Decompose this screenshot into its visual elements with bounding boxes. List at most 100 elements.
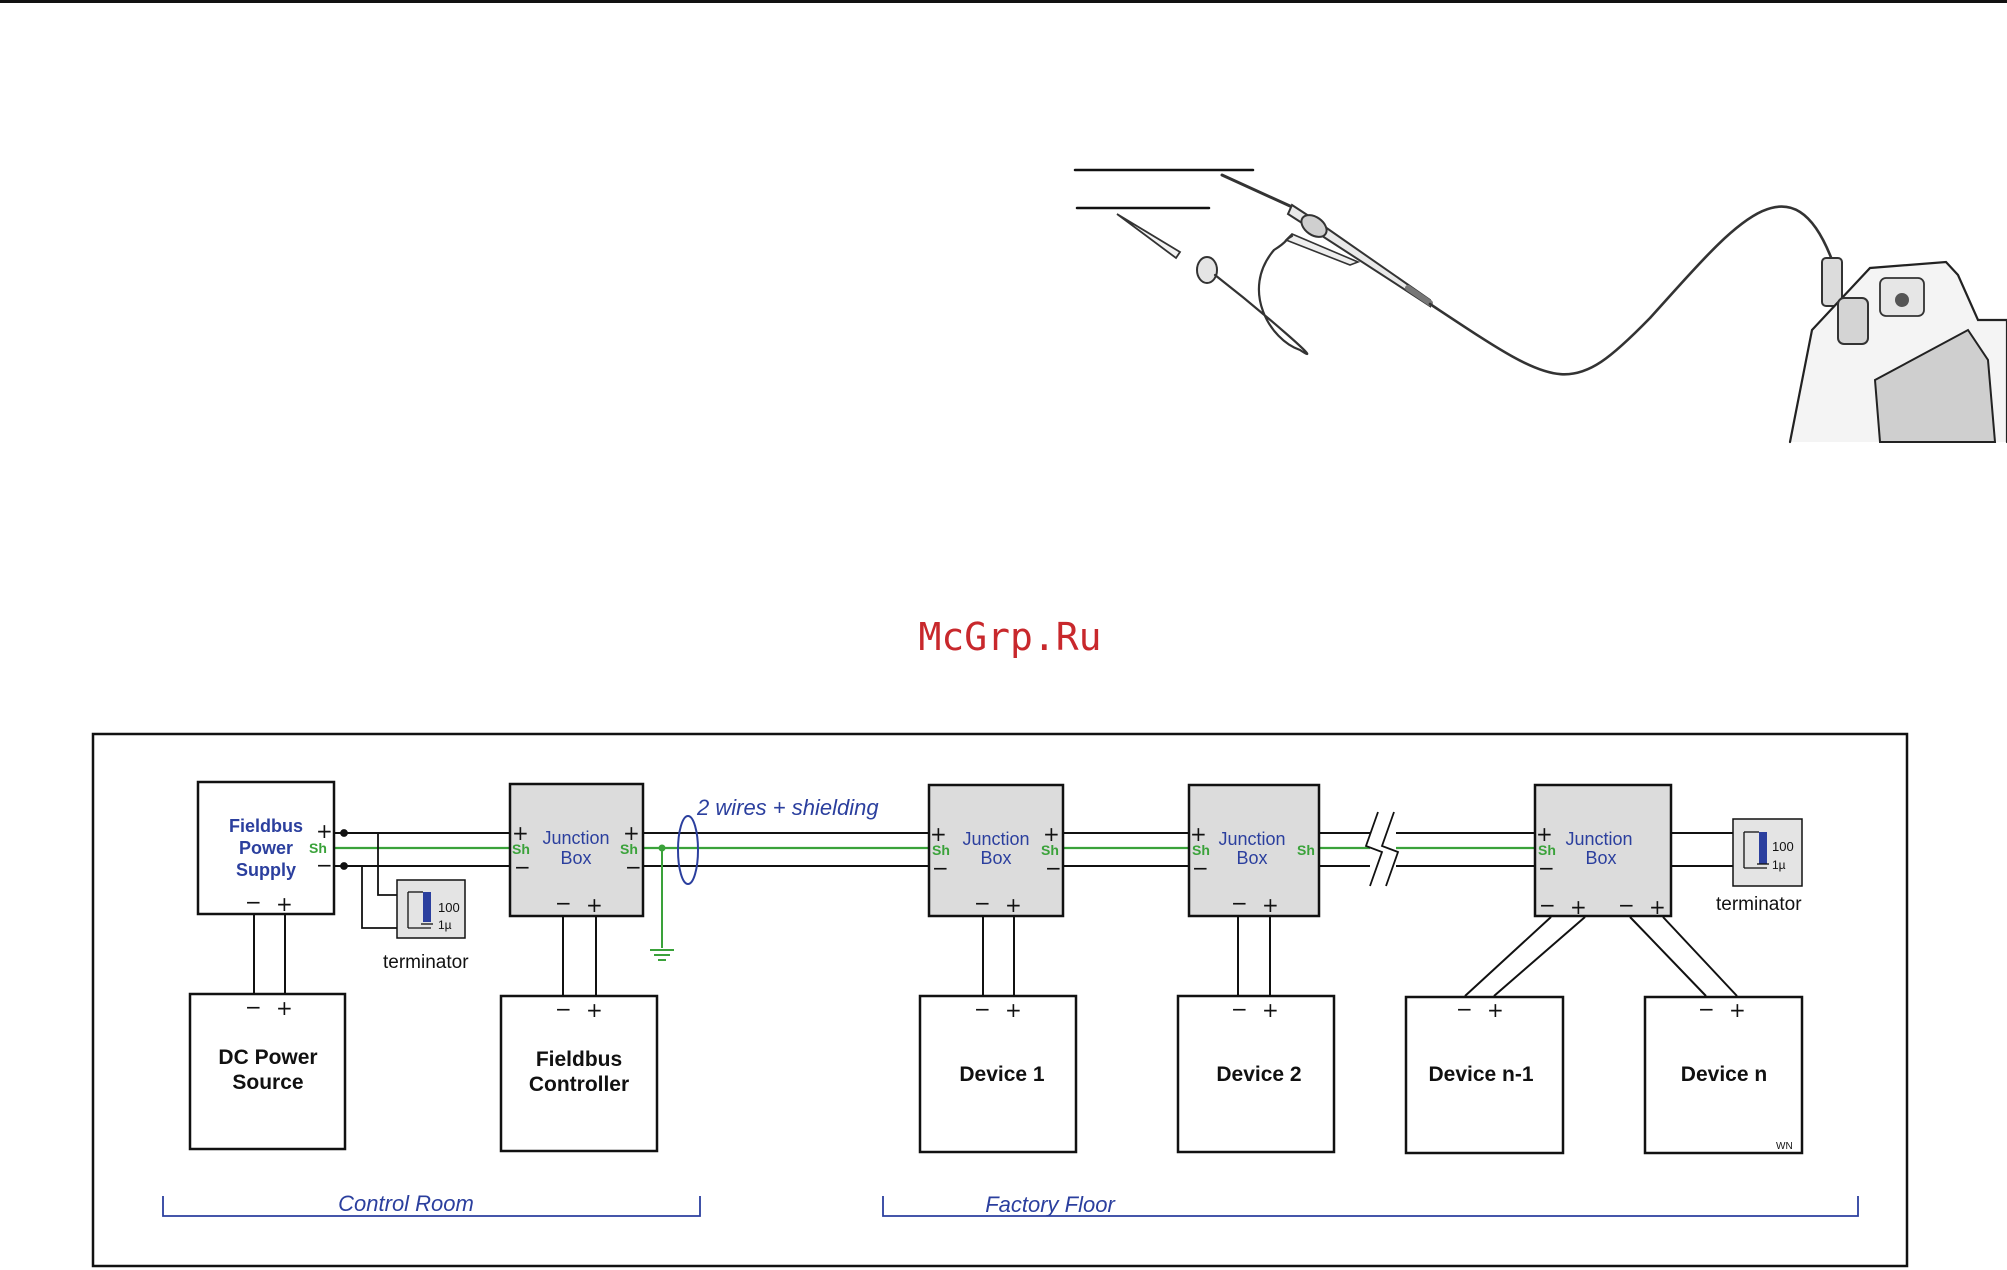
ground-lead [1213,234,1309,356]
scope-screen [1873,328,1997,443]
terminator-left-label: terminator [383,952,469,973]
junction-box-3: Junction Box + Sh − Sh − + [1187,783,1321,918]
fps-plus: + [316,819,333,843]
jb1-out-plus: + [623,821,640,845]
terminator-left-capacitor: 1µ [438,918,452,932]
device2-plus: + [1262,998,1279,1022]
jb1-in-sh: Sh [512,841,530,857]
device-n-1-label: Device n-1 [1428,1063,1533,1086]
jb2-out-sh: Sh [1041,842,1059,858]
jb1-in-minus: − [514,855,531,879]
jb3-in-minus: − [1192,856,1209,880]
fps-line2: Power [239,838,293,858]
device-2: − + Device 2 [1176,994,1336,1154]
fieldbus-controller: − + Fieldbus Controller [499,994,659,1153]
ctrl-minus: − [555,997,572,1021]
jb4-in-plus: + [1536,822,1553,846]
terminator-right-label: terminator [1716,894,1802,915]
jb3-out-sh: Sh [1297,842,1315,858]
fps-line3: Supply [236,860,296,880]
fps-line1: Fieldbus [229,816,303,836]
zone-bracket-control-room [162,1196,701,1217]
jb1-in-plus: + [512,821,529,845]
device-n-minus-1: − + Device n-1 [1404,995,1565,1155]
jb4-b-plus: + [1649,895,1666,919]
jb2-bottom-minus: − [974,891,991,915]
terminator-right-capacitor: 1µ [1772,858,1786,872]
terminator-left-resistor: 100 [438,900,460,915]
wire-label: 2 wires + shielding [696,795,879,820]
device-n-1-minus: − [1456,997,1473,1021]
jb3-in-plus: + [1190,822,1207,846]
probe-collar [1300,214,1328,238]
ctrl-plus: + [586,998,603,1022]
shield-ground [650,844,674,961]
device2-label: Device 2 [1216,1063,1301,1086]
scope-input-jack [1895,293,1909,307]
probe-cable [1428,205,1834,376]
probe-illustration [1073,168,2007,444]
terminator-left: 100 1µ [396,879,466,939]
jb2-in-sh: Sh [932,842,950,858]
signature: WN [1776,1141,1793,1152]
probe-grip [1405,285,1433,306]
dc-line2: Source [232,1071,303,1094]
fps-sh: Sh [309,840,327,856]
jb3-line1: Junction [1218,829,1285,849]
jb4-line1: Junction [1565,829,1632,849]
jb1-out-minus: − [625,855,642,879]
device-n-wires [1464,916,1738,997]
jb4-in-minus: − [1538,856,1555,880]
device1-minus: − [974,997,991,1021]
device2-minus: − [1231,997,1248,1021]
ground-clip [1116,213,1182,260]
wire-break-symbol [1364,811,1400,887]
device-n-1-plus: + [1487,998,1504,1022]
probe-tip [1220,173,1292,208]
jb1-line2: Box [560,848,591,868]
device-n: − + Device n WN [1643,995,1804,1155]
jb3-in-sh: Sh [1192,842,1210,858]
fps-bottom-plus: + [276,892,293,916]
zone-label-control-room: Control Room [338,1191,474,1216]
left-terminator-wiring [340,829,397,929]
fps-bottom-minus: − [245,890,262,914]
jb4-b-minus: − [1618,893,1635,917]
terminator-right-resistor: 100 [1772,839,1794,854]
device-n-minus: − [1698,997,1715,1021]
device-1: − + Device 1 [918,994,1078,1154]
diagram-frame [91,732,1909,1268]
ground-clip-ring [1196,256,1218,284]
jb2-bottom-plus: + [1005,893,1022,917]
jb2-in-plus: + [930,822,947,846]
dc-plus: + [276,996,293,1020]
junction-box-4: Junction Box + Sh − − + − + [1533,783,1673,919]
bus-wires [333,832,1733,867]
fieldbus-power-supply: Fieldbus Power Supply + Sh − − + [196,780,336,916]
jb2-line1: Junction [962,829,1029,849]
jb1-line1: Junction [542,828,609,848]
dc-power-source: − + DC Power Source [188,992,347,1151]
ctrl-line2: Controller [529,1073,629,1096]
dc-line1: DC Power [218,1046,317,1069]
terminator-right: 100 1µ [1732,818,1803,887]
jb2-out-minus: − [1045,856,1062,880]
jb1-bottom-plus: + [586,893,603,917]
jb4-a-plus: + [1570,895,1587,919]
device-n-plus: + [1729,998,1746,1022]
jb1-bottom-minus: − [555,891,572,915]
jb2-out-plus: + [1043,822,1060,846]
bnc-connector [1821,257,1843,307]
device1-label: Device 1 [959,1063,1045,1086]
jb4-a-minus: − [1539,893,1556,917]
jb2-line2: Box [980,848,1011,868]
dc-minus: − [245,995,262,1019]
jb2-in-minus: − [932,856,949,880]
jb3-bottom-plus: + [1262,893,1279,917]
zone-label-factory-floor: Factory Floor [985,1192,1116,1217]
ctrl-line1: Fieldbus [536,1048,622,1071]
fps-minus: − [316,853,333,877]
watermark: McGrp.Ru [918,615,1101,659]
junction-box-2: Junction Box + Sh − + Sh − − + [927,783,1065,918]
